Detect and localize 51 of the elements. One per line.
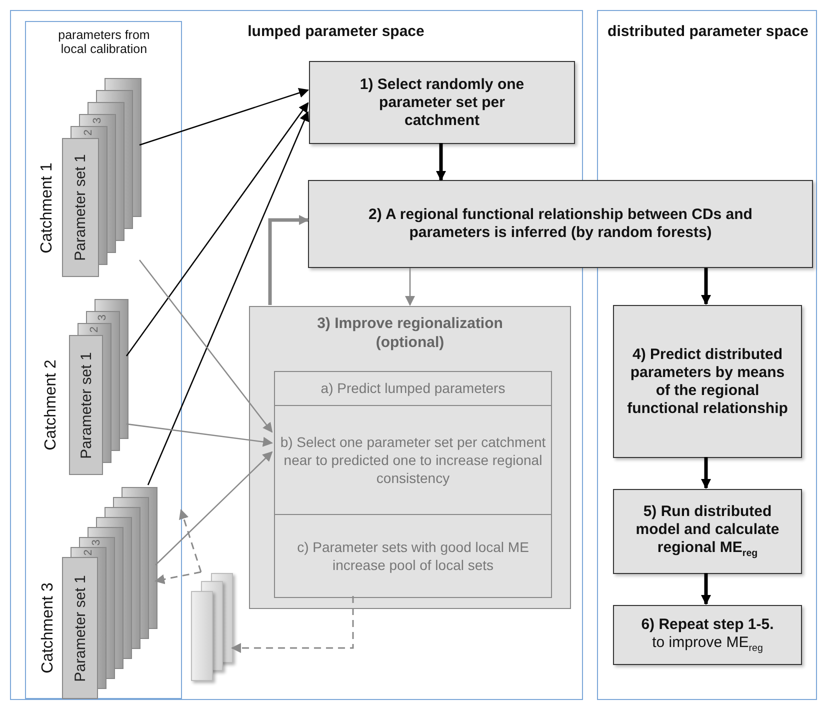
- arrow: [126, 102, 309, 356]
- card-label: Parameter set 1: [72, 574, 88, 682]
- dashed-arrow: [154, 571, 202, 584]
- arrow: [701, 268, 711, 305]
- catchment-label: Catchment 1: [38, 162, 55, 253]
- card-stack-drawing: [62, 78, 142, 277]
- arrow: [405, 268, 415, 306]
- arrow: [436, 143, 446, 181]
- panel-title: distributed parameter space: [606, 23, 810, 40]
- process-box: [308, 180, 813, 268]
- step-box: a) Predict lumped parameters: [274, 371, 552, 406]
- arrow: [138, 260, 273, 433]
- sheet-stack-drawing: [191, 573, 233, 681]
- step-box: c) Parameter sets with good local ME increase pool of local sets: [274, 514, 552, 598]
- dashed-arrow: [231, 596, 354, 653]
- box-text: 2) A regional functional relationship between CDs and parameters is inferred (by random forests): [368, 206, 754, 242]
- process-box: [249, 306, 571, 609]
- card-stack-drawing: [69, 299, 128, 475]
- panel: [25, 21, 182, 699]
- catchment-label: Catchment 2: [42, 360, 59, 450]
- box-text: 1) Select randomly one parameter set per catchment: [358, 76, 526, 130]
- process-box: [613, 489, 802, 574]
- box-text: 4) Predict distributed parameters by means of the regional functional relationship: [626, 346, 789, 418]
- card-label: Parameter set 1: [72, 154, 88, 261]
- card-number: 2: [89, 326, 100, 332]
- box-text: 6) Repeat step 1-5.: [641, 616, 774, 634]
- card-number: 2: [84, 128, 95, 136]
- arrow: [701, 457, 711, 489]
- arrow: [126, 423, 273, 447]
- card-number: 3: [92, 116, 104, 124]
- step-box: b) Select one parameter set per catchment near to predicted one to increase regional consistency: [274, 405, 552, 515]
- box-text: to improve ME$_{reg}$: [652, 634, 763, 654]
- arrow: [155, 451, 273, 566]
- panel-title: parameters from local calibration: [57, 28, 151, 56]
- process-box: [613, 605, 802, 665]
- card-label: Parameter set 1: [78, 352, 94, 458]
- box-text: 5) Run distributed model and calculate regional ME$_{reg}$: [634, 503, 780, 560]
- arrow: [701, 573, 711, 605]
- catchment-label: Catchment 3: [40, 582, 56, 674]
- card-number: 3: [92, 538, 103, 546]
- panel-title: lumped parameter space: [246, 23, 426, 40]
- card-number: 3: [98, 314, 109, 320]
- arrow: [139, 88, 309, 146]
- arrow: [147, 111, 310, 486]
- card-number: 2: [83, 548, 94, 556]
- dashed-arrow: [179, 509, 202, 572]
- arrow: [268, 215, 309, 305]
- box-text: 3) Improve regionalization (optional): [316, 315, 504, 352]
- card-stack-drawing: [62, 487, 158, 699]
- process-box: [309, 61, 575, 144]
- process-box: [613, 305, 802, 458]
